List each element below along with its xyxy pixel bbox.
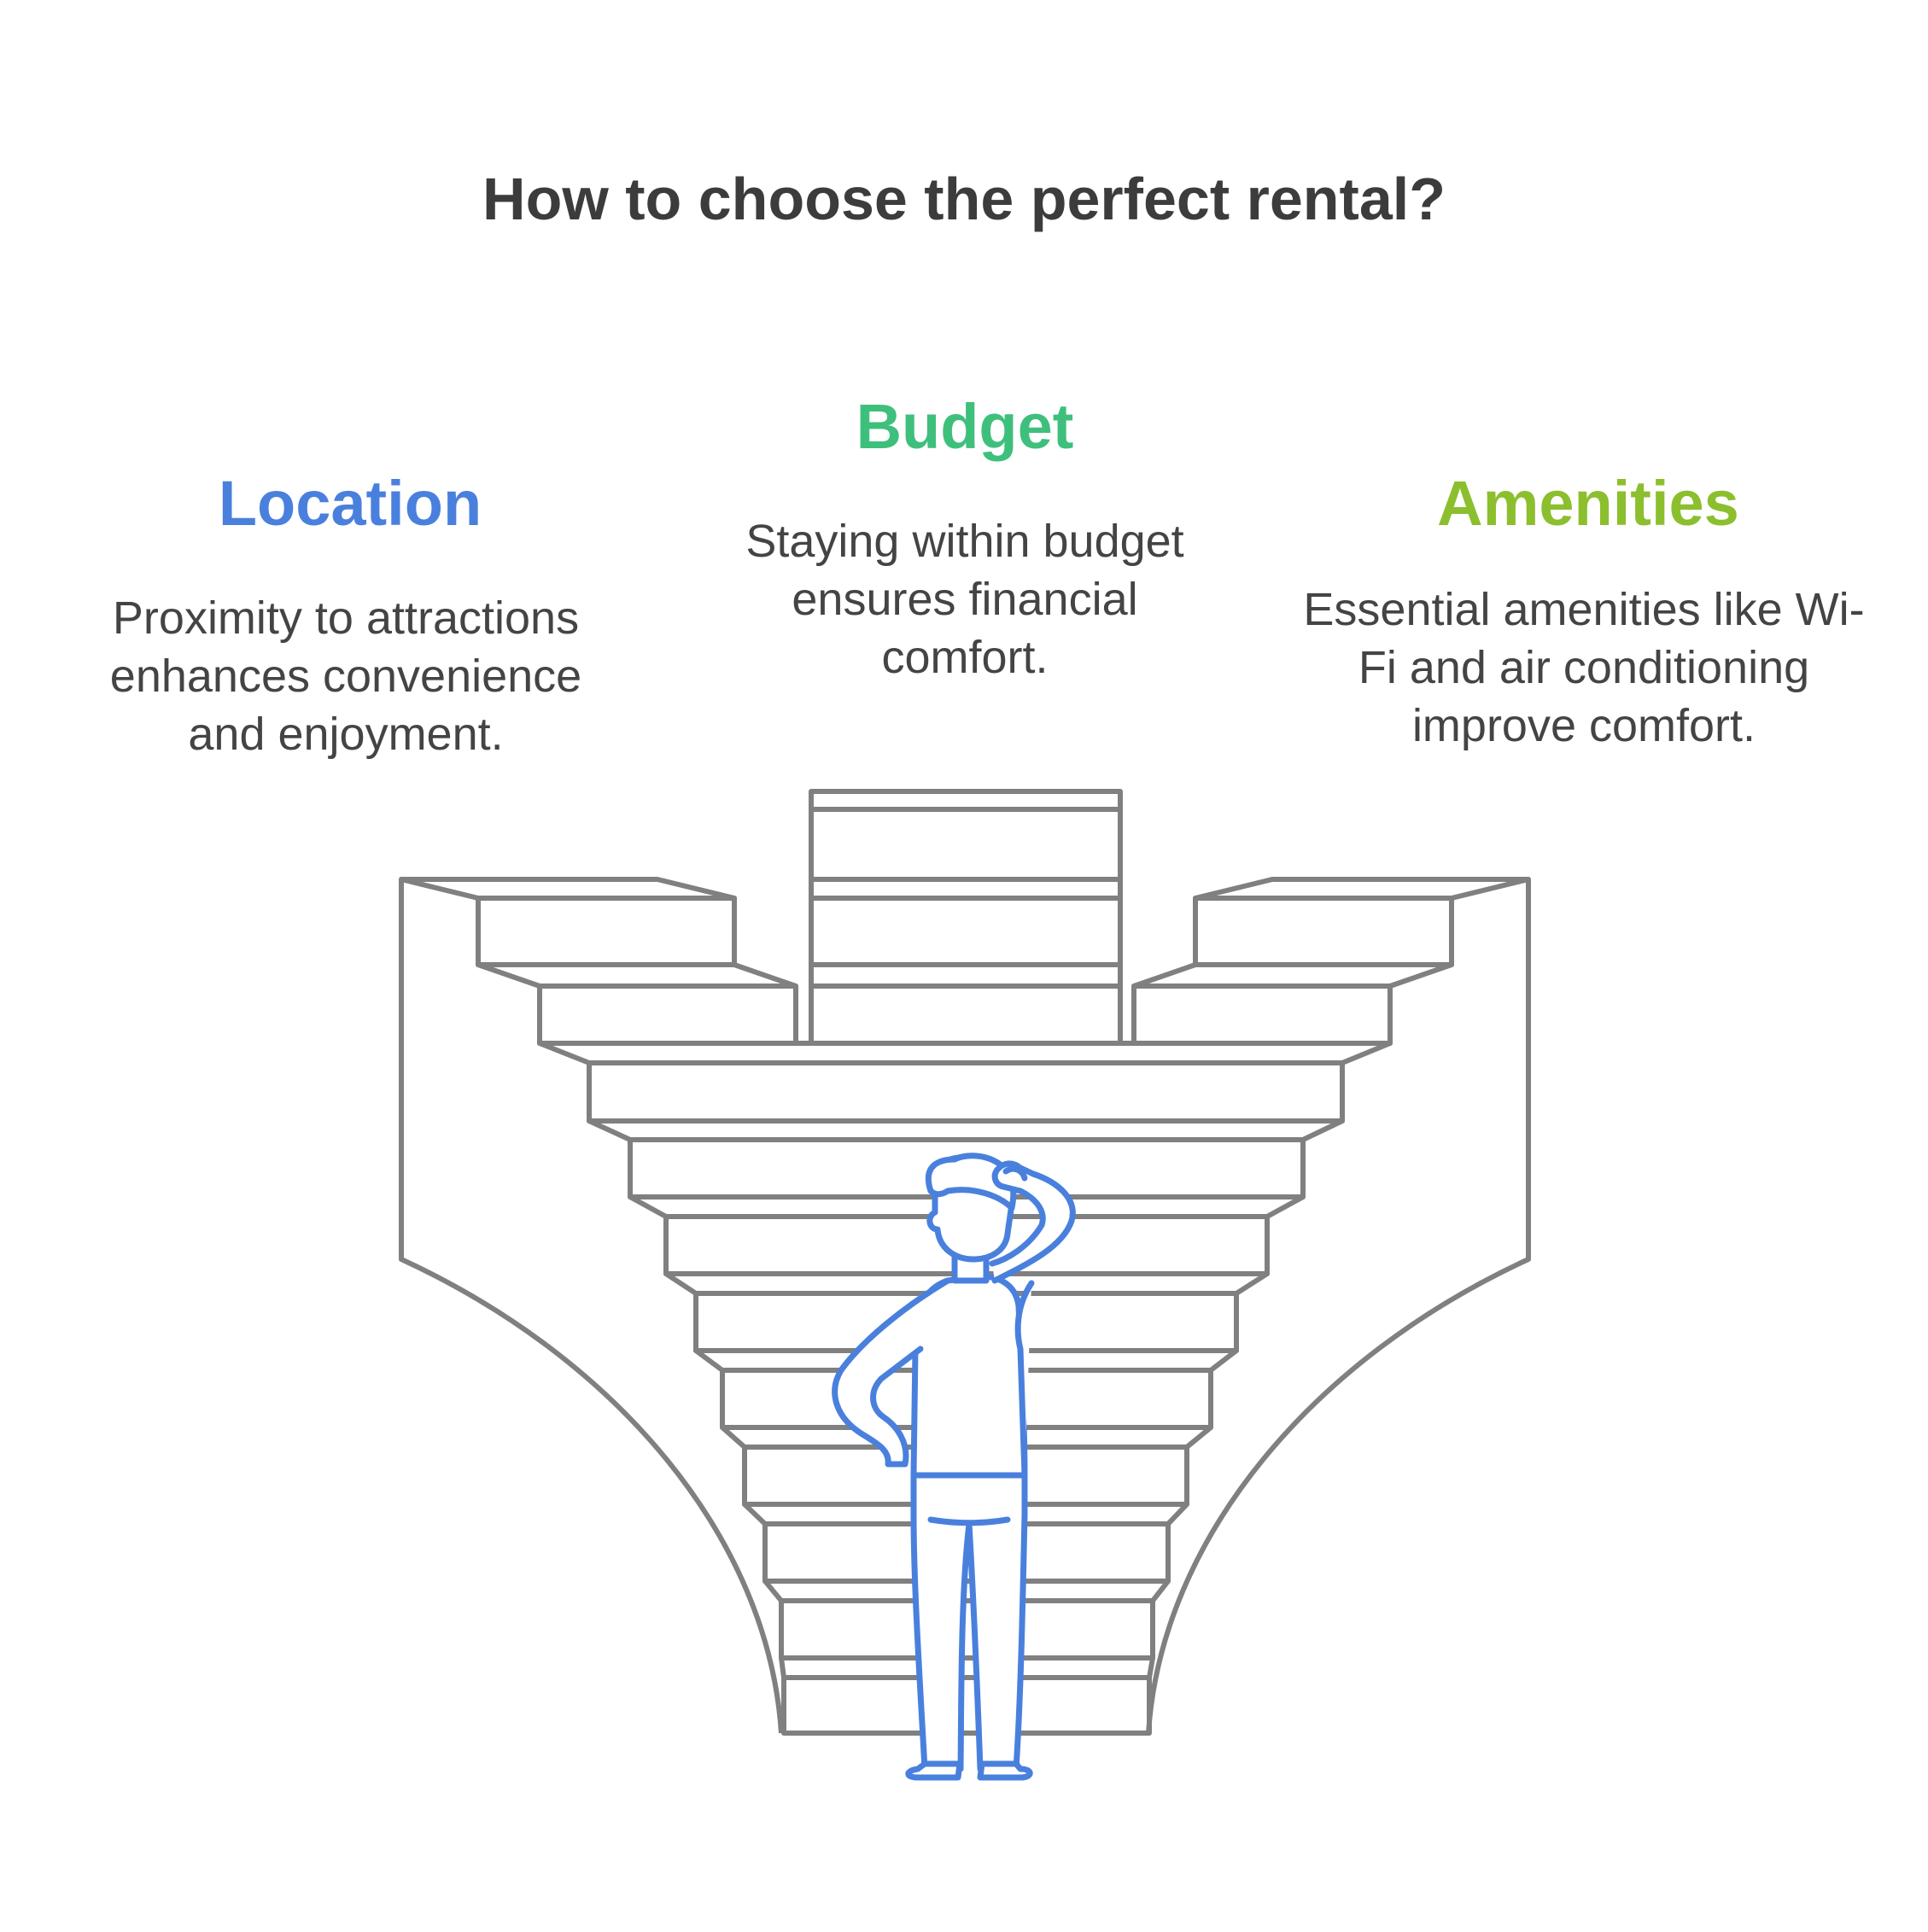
right-wall: [1146, 879, 1531, 1734]
right-step-tread-2: [1131, 962, 1454, 989]
right-step-2: [1131, 984, 1393, 1046]
left-step-tread-2: [476, 962, 798, 989]
right-step-top: [1193, 877, 1531, 901]
left-wall: [399, 879, 784, 1734]
budget-heading: Budget: [856, 391, 1074, 462]
location-heading: Location: [218, 468, 482, 539]
left-step-2: [537, 984, 798, 1046]
left-step-top: [399, 877, 737, 901]
budget-description: Staying within budget ensures financial …: [745, 516, 1184, 683]
left-step-1: [476, 896, 737, 967]
diagram-title: How to choose the perfect rental?: [482, 166, 1446, 232]
person-left-arm: [832, 1277, 951, 1468]
thinking-person-icon: [832, 1153, 1076, 1781]
middle-column: [809, 789, 1123, 1046]
person-right-arm: [989, 1160, 1076, 1284]
amenities-description: Essential amenities like Wi-Fi and air c…: [1303, 584, 1865, 751]
person-left-shoe: [905, 1760, 963, 1781]
person-right-shoe: [977, 1760, 1033, 1781]
amenities-heading: Amenities: [1437, 468, 1739, 539]
right-step-1: [1193, 896, 1454, 967]
location-description: Proximity to attractions enhances conven…: [109, 592, 582, 760]
